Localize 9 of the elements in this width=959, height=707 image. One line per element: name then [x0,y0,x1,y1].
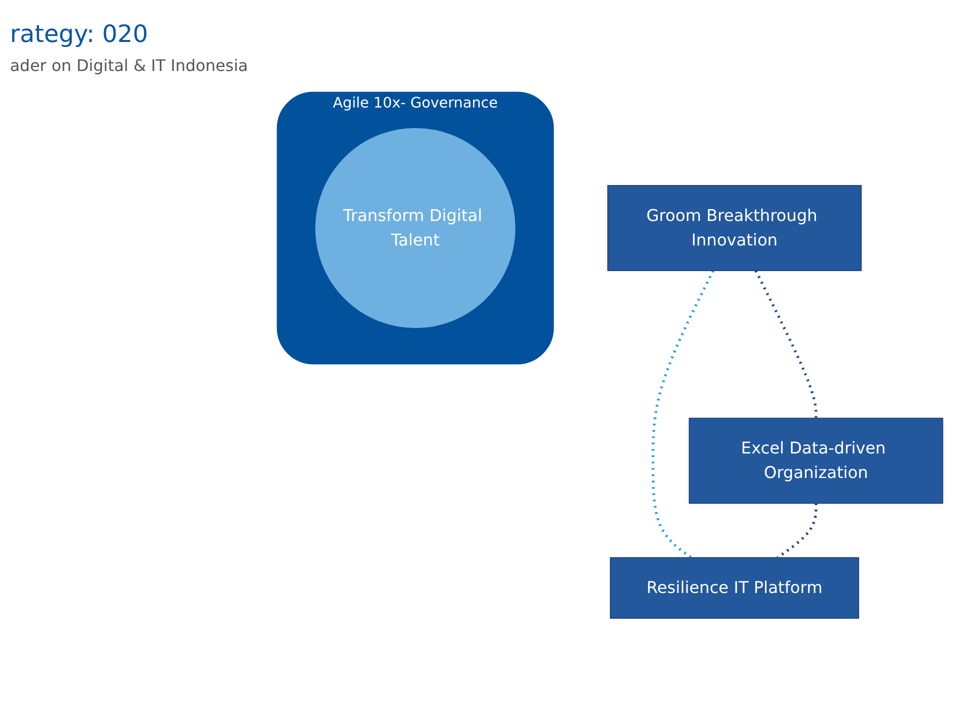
node-circle: Transform Digital Talent [315,128,516,328]
connector [776,503,818,558]
connector [652,270,714,558]
node-box: Groom Breakthrough Innovation [607,184,862,271]
title: rategy: 020 [10,20,149,48]
node-box: Resilience IT Platform [610,556,860,618]
node-box: Excel Data-driven Organization [688,417,944,504]
subtitle-note: ader on Digital & IT Indonesia [10,56,249,75]
connector [754,270,818,418]
